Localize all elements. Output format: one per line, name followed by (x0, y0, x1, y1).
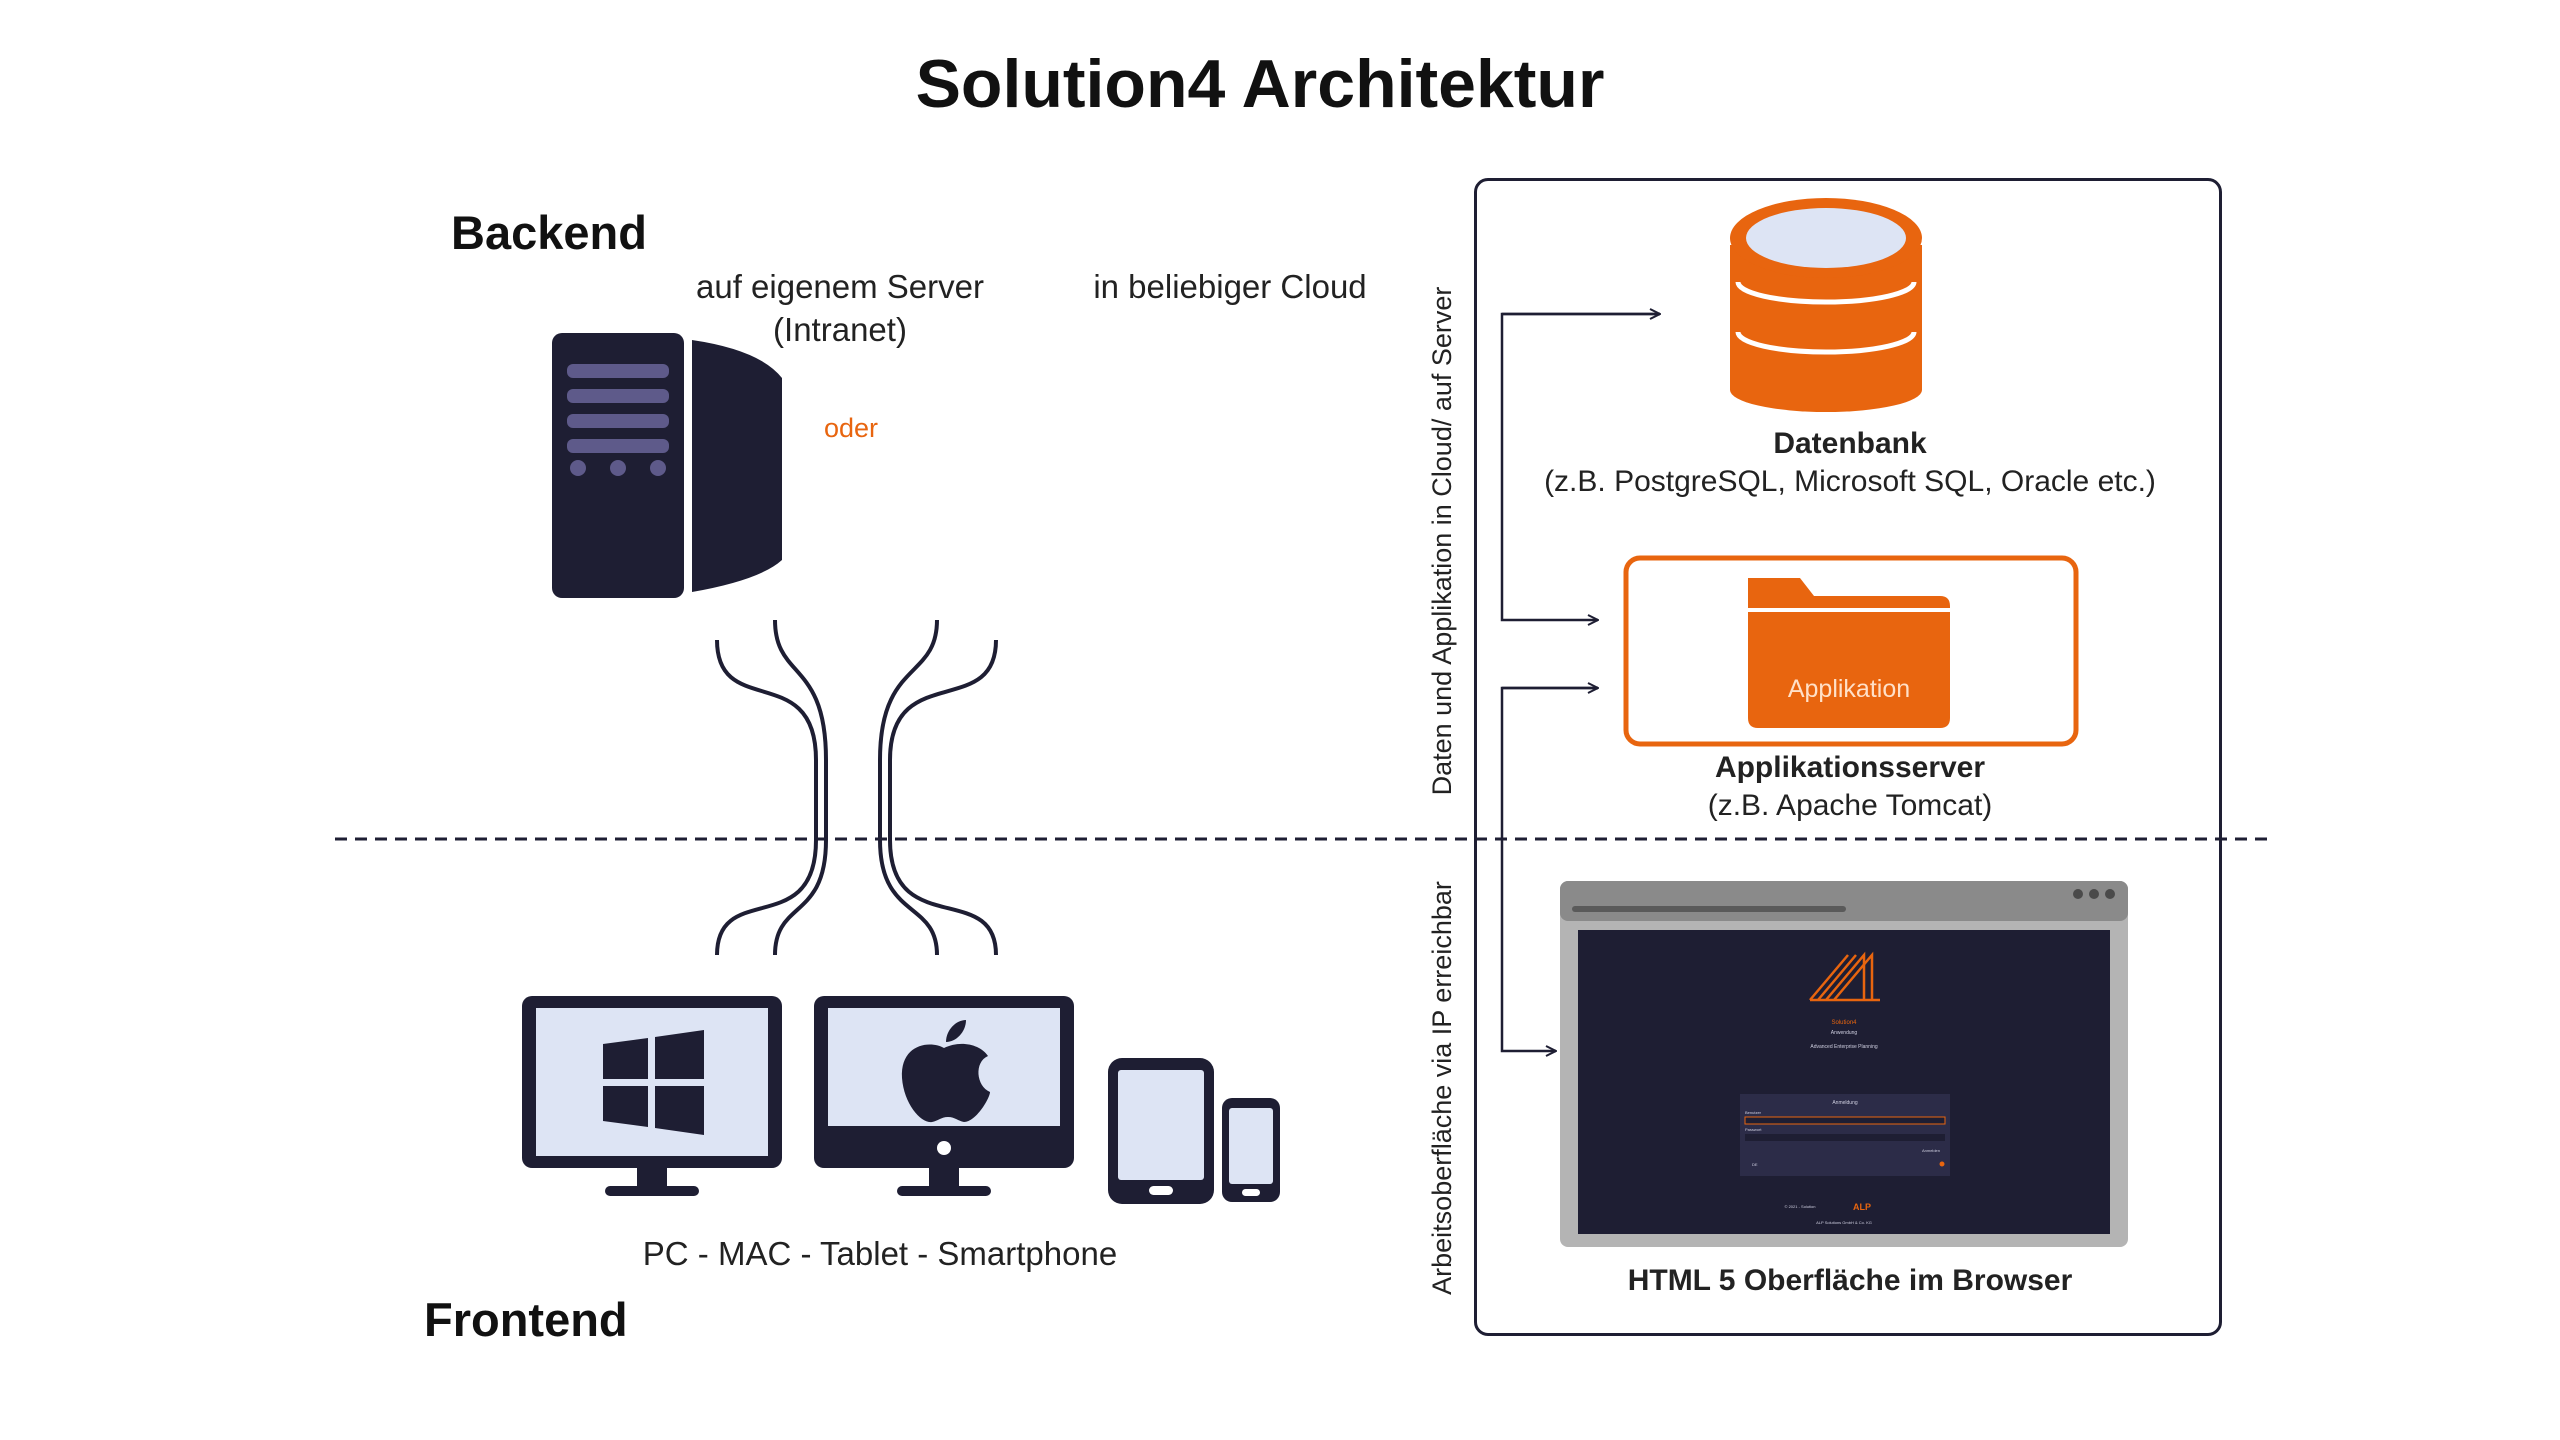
browser-caption: HTML 5 Oberfläche im Browser (1627, 1264, 2073, 1297)
frontend-heading: Frontend (424, 1293, 628, 1346)
folder-label: Applikation (1788, 675, 1910, 703)
mock-footer-logo: ALP (1853, 1202, 1871, 1212)
tablet-icon (1108, 1058, 1214, 1204)
browser-dot-icon (2089, 889, 2099, 899)
appserver-caption: Applikationsserver (z.B. Apache Tomcat) (1570, 749, 2130, 825)
browser-address-bar (1572, 906, 1846, 912)
cloud-icon (692, 340, 782, 592)
folder-icon (1748, 578, 1950, 728)
mock-language: DE (1752, 1162, 1758, 1167)
server-option-label: auf eigenem Server (Intranet) (640, 265, 1040, 351)
mock-field-password (1745, 1134, 1945, 1141)
appserver-subtitle: (z.B. Apache Tomcat) (1707, 789, 1993, 822)
app-logo-icon (1809, 951, 1880, 1002)
appserver-title: Applikationsserver (1714, 751, 1986, 784)
browser-dot-icon (2073, 889, 2083, 899)
mac-computer-icon (814, 996, 1074, 1196)
database-title: Datenbank (1773, 427, 1927, 460)
mock-status-icon (1939, 1161, 1945, 1167)
windows-logo-icon (603, 1030, 704, 1135)
devices-label: PC - MAC - Tablet - Smartphone (642, 1235, 1118, 1272)
database-icon (1730, 198, 1922, 412)
smartphone-icon (1222, 1098, 1280, 1202)
flow-arrows (1500, 314, 1660, 1051)
mock-footer-bottom: ALP Solutions GmbH & Co. KG (1816, 1220, 1872, 1225)
server-option-text: auf eigenem Server (696, 268, 984, 305)
browser-viewport (1578, 930, 2110, 1234)
apple-logo-icon (901, 1020, 990, 1123)
browser-window: Solution4 Anwendung Advanced Enterprise … (1560, 881, 2128, 1247)
infrastructure-panel (1474, 178, 2222, 1336)
or-label: oder (824, 413, 879, 443)
mock-app-tagline: Advanced Enterprise Planning (1810, 1044, 1877, 1050)
mock-field-password-label: Passwort (1745, 1127, 1762, 1132)
mock-field-user-label: Benutzer (1745, 1110, 1762, 1115)
diagram-title: Solution4 Architektur (915, 46, 1605, 122)
mock-field-user (1744, 1116, 1946, 1125)
server-option-subtext: (Intranet) (773, 311, 907, 348)
appserver-box (1623, 555, 2079, 747)
database-caption: Datenbank (z.B. PostgreSQL, Microsoft SQ… (1520, 425, 2180, 501)
mock-footer-left: © 2021 - Solution (1785, 1204, 1816, 1209)
mock-app-name: Solution4 (1831, 1020, 1857, 1026)
backend-heading: Backend (451, 206, 647, 259)
mock-login-button: Anmelden (1922, 1148, 1940, 1153)
server-tower-icon (552, 333, 684, 598)
mock-app-sub: Anwendung (1831, 1030, 1858, 1036)
windows-pc-icon (522, 996, 782, 1196)
database-subtitle: (z.B. PostgreSQL, Microsoft SQL, Oracle … (1544, 465, 2156, 498)
browser-dot-icon (2105, 889, 2115, 899)
mock-login-title: Anmeldung (1832, 1100, 1858, 1106)
cloud-option-label: in beliebiger Cloud (1093, 268, 1367, 305)
connection-cables (715, 619, 998, 956)
